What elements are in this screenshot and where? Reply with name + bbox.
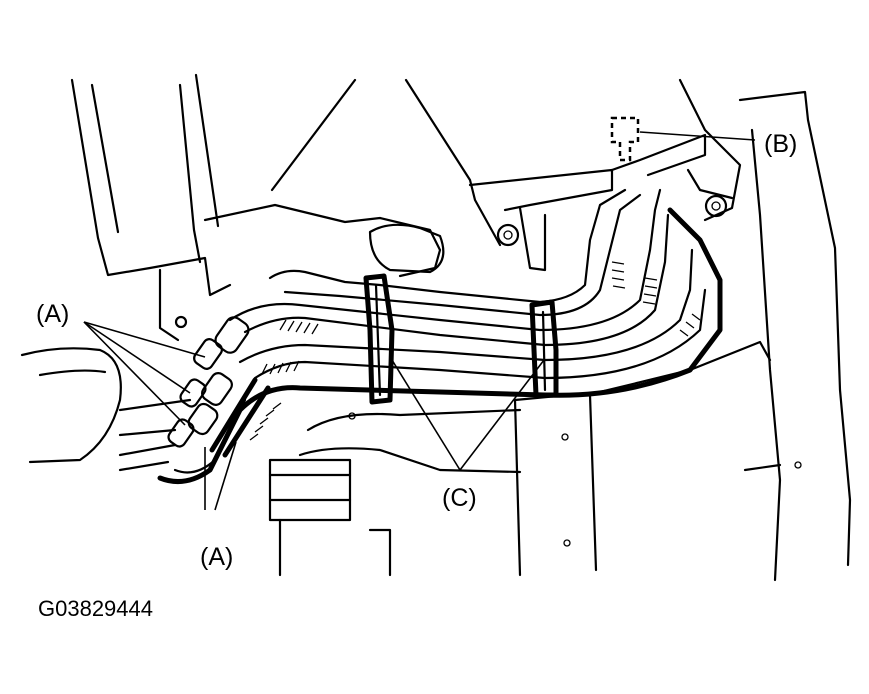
left-body-panel: [70, 73, 442, 342]
fluid-tube-bundle: [118, 188, 723, 485]
lower-engine-parts: [20, 347, 522, 577]
upper-pipe-bracket: [270, 78, 707, 274]
tube-fittings: [167, 316, 271, 458]
tube-clamps: [363, 273, 559, 405]
callout-b: (B): [764, 130, 797, 158]
figure-id: G03829444: [38, 596, 153, 621]
callout-a-lower: (A): [200, 543, 233, 571]
callout-c: (C): [442, 484, 477, 512]
right-side-panel: [348, 78, 852, 582]
callout-a-upper: (A): [36, 300, 69, 328]
leader-lines: [83, 131, 756, 511]
hidden-bolt-b: [610, 116, 640, 162]
